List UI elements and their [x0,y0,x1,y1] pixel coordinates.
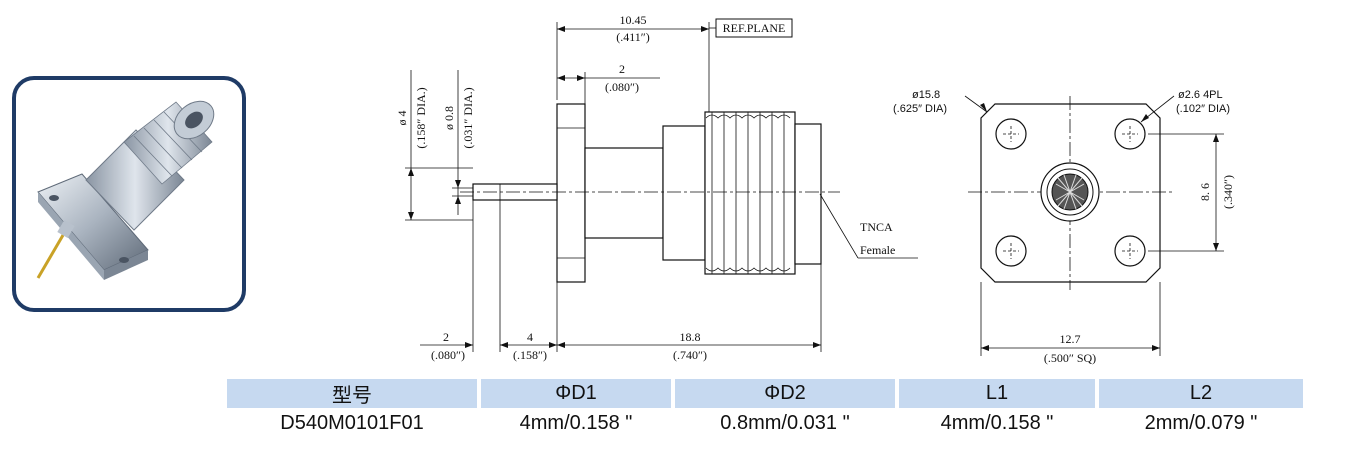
dim-flange-in: (.080″) [605,80,639,94]
dim-overall-in: (.411″) [616,30,650,44]
ref-plane-label: REF.PLANE [723,21,786,35]
front-view-drawing: ø15.8 (.625″ DIA) ø2.6 4PL (.102″ DIA) 8… [893,89,1235,365]
dim-seg-mm: 4 [527,330,533,344]
hole-dia-in: (.102″ DIA) [1176,103,1230,115]
connector-type-line1: TNCA [860,220,893,234]
flange-dia-in: (.625″ DIA) [893,103,947,115]
hole-dia-mm: ø2.6 4PL [1178,89,1223,101]
flange-dia-mm: ø15.8 [912,89,940,101]
header-l1: L1 [899,379,1095,408]
thread-region [704,111,796,275]
hole-spacing-mm: 8. 6 [1198,183,1212,201]
square-in: (.500″ SQ) [1044,351,1096,365]
header-d1: ΦD1 [481,379,671,408]
spec-table-header: 型号 ΦD1 ΦD2 L1 L2 [227,379,1303,408]
hole-spacing-in: (.340″) [1221,175,1235,209]
dim-body-mm: 18.8 [680,330,701,344]
dia-d1-in: (.158″ DIA.) [414,87,428,148]
cell-d1: 4mm/0.158 ʺ [519,411,633,434]
dia-d1-mm: ø 4 [395,111,409,126]
cell-l2: 2mm/0.079 ʺ [1144,411,1258,434]
cell-model: D540M0101F01 [280,411,424,434]
cell-l1: 4mm/0.158 ʺ [940,411,1054,434]
spec-table: 型号 ΦD1 ΦD2 L1 L2 D540M0101F01 4mm/0.158 … [223,379,1307,438]
table-row: D540M0101F01 4mm/0.158 ʺ 0.8mm/0.031 ʺ 4… [227,408,1303,438]
header-d2: ΦD2 [675,379,895,408]
header-l2: L2 [1099,379,1303,408]
dim-flange-mm: 2 [619,62,625,76]
product-photo-frame [12,76,246,312]
dia-d2-in: (.031″ DIA.) [461,87,475,148]
header-model: 型号 [227,379,477,408]
mounting-holes [995,118,1146,267]
dim-seg-in: (.158″) [513,348,547,362]
cell-d2: 0.8mm/0.031 ʺ [720,411,850,434]
dim-pin-in: (.080″) [431,348,465,362]
side-view-drawing: 10.45 (.411″) REF.PLANE 2 (.080″) [395,13,918,362]
technical-drawing: 10.45 (.411″) REF.PLANE 2 (.080″) [395,13,1235,365]
square-mm: 12.7 [1060,332,1081,346]
connector-photo [36,100,215,280]
dim-overall-mm: 10.45 [620,13,647,27]
dim-body-in: (.740″) [673,348,707,362]
dim-pin-mm: 2 [443,330,449,344]
dia-d2-mm: ø 0.8 [442,106,456,130]
connector-type-line2: Female [860,243,895,257]
